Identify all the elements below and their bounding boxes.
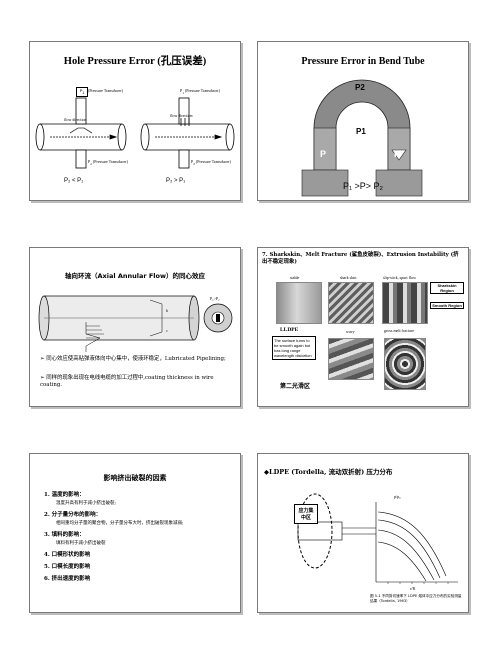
- bullet-1: ➢ 同心效应使高粘弹液体向中心集中，使液环稳定，Lubricated Pipel…: [40, 356, 226, 362]
- bullet-2-text: 同样的现象出现在电线电缆的加工过程中,coating thickness in …: [40, 375, 214, 388]
- right-pipe: [140, 97, 235, 169]
- left-p1-note: (Pressure Transducer): [88, 88, 123, 93]
- factor-list: 1. 温度的影响： 温度升高有利于减小挤出破裂; 2. 分子量分布的影响： 相同重均…: [44, 490, 234, 582]
- label-c: c: [166, 328, 168, 333]
- factor-4-heading: 4. 口模形状的影响: [44, 552, 91, 558]
- right-p2-label: P2 (Pressure Transducer): [191, 159, 231, 166]
- photo-gross: [384, 338, 426, 390]
- right-p2-letter: P: [191, 159, 194, 164]
- right-p1-sub: 1: [182, 90, 184, 95]
- slide-hole-pressure-error: Hole Pressure Error (孔压误差): [29, 41, 241, 201]
- left-p2-letter: P: [88, 159, 91, 164]
- right-p2-sub: 2: [193, 161, 195, 166]
- factor-1-heading: 1. 温度的影响：: [44, 492, 85, 498]
- slide-title: ◆LDPE (Tordella, 流动双折射) 压力分布: [264, 468, 393, 476]
- annular-flow-diagram: [38, 295, 233, 352]
- wavy-label: wavy: [346, 329, 355, 334]
- lldpe-label: LLDPE: [280, 327, 299, 333]
- p1-label: P1: [356, 127, 366, 136]
- left-p1-box: P1: [76, 87, 88, 97]
- right-relation: P₂ > P₁: [166, 178, 186, 184]
- slide-title: Pressure Error in Bend Tube: [301, 56, 425, 67]
- hole-pressure-diagram: [35, 97, 235, 169]
- bullet-2: ➢ 同样的现象出现在电线电缆的加工过程中,coating thickness i…: [40, 375, 214, 388]
- left-p1-sub: 1: [82, 90, 85, 95]
- region-sharkskin: Sharkskin Region: [430, 282, 464, 294]
- photo-stable: [276, 282, 322, 324]
- right-p1-label: P1 (Pressure Transducer): [180, 88, 220, 95]
- factor-6-heading: 6. 挤出速度的影响: [44, 576, 91, 582]
- gross-label: gross melt fracture: [384, 328, 414, 333]
- left-flow-label: flow direction: [64, 117, 87, 122]
- p2-label: P2: [355, 83, 365, 92]
- factor-3-heading: 3. 填料的影响：: [44, 532, 85, 538]
- left-p2-sub: 2: [90, 161, 92, 166]
- second-smooth-region: 第二光滑区: [280, 383, 311, 390]
- stress-callout: 应力集中区: [294, 504, 318, 524]
- slide-title-text: LDPE (Tordella, 流动双折射) 压力分布: [269, 468, 393, 476]
- right-flow-label: flow direction: [170, 113, 193, 118]
- photo-sharkskin: [328, 282, 374, 324]
- slide-bend-tube: Pressure Error in Bend Tube P2 P1 P P P₁…: [257, 41, 469, 201]
- left-pipe: [35, 97, 127, 169]
- slide-title: 影响挤出破裂的因素: [103, 474, 167, 482]
- slide-title: 轴向环流（Axial Annular Flow）的同心效应: [65, 272, 205, 280]
- factor-3: 3. 填料的影响： 填料有利于减小挤出破裂: [44, 530, 234, 546]
- graph-title: p/p₀: [394, 494, 401, 499]
- left-p1-label: P: [79, 88, 83, 93]
- slide-axial-annular-flow: 轴向环流（Axial Annular Flow）的同心效应 b c P₁>P₂ …: [29, 247, 241, 407]
- slide-factors: 影响挤出破裂的因素 1. 温度的影响： 温度升高有利于减小挤出破裂; 2. 分子量…: [29, 453, 241, 613]
- bend-tube-diagram: [301, 79, 423, 197]
- region-smooth: Smooth Region: [430, 302, 464, 309]
- label-b: b: [166, 308, 168, 313]
- figure-caption: 图 5-1 不同剪切速率下 LDPE 熔体中应力分布的实验测量结果（Tordel…: [370, 594, 462, 603]
- ldpe-figure: [297, 493, 458, 584]
- slide-title: 7. Sharkskin、Melt Fracture (鲨鱼皮破裂)、Extru…: [262, 252, 459, 265]
- right-p1-letter: P: [180, 88, 183, 93]
- x-axis-label: r/R: [410, 586, 416, 591]
- photo-slipstick: [382, 282, 428, 324]
- slide-title: Hole Pressure Error (孔压误差): [63, 56, 207, 67]
- slide-ldpe: ◆LDPE (Tordella, 流动双折射) 压力分布 应力集中区 p/p₀ …: [257, 453, 469, 613]
- photo-wavy: [328, 338, 374, 380]
- col-sharkskin: shark skin: [340, 275, 357, 280]
- left-p2-label: P2 (Pressure Transducer): [88, 159, 128, 166]
- bend-relation: P₁ >P> P₂: [342, 181, 384, 191]
- factor-2-heading: 2. 分子量分布的影响：: [44, 512, 102, 518]
- bullet-1-text: 同心效应使高粘弹液体向中心集中，使液环稳定，Lubricated Pipelin…: [46, 356, 226, 362]
- slide-sharkskin: 7. Sharkskin、Melt Fracture (鲨鱼皮破裂)、Extru…: [257, 247, 469, 407]
- left-relation: P₂ < P₁: [64, 178, 84, 184]
- factor-1: 1. 温度的影响： 温度升高有利于减小挤出破裂;: [44, 490, 234, 506]
- factor-5-heading: 5. 口模长度的影响: [44, 564, 91, 570]
- col-stable: stable: [290, 275, 300, 280]
- factor-2-desc: 相同重均分子量的聚合物，分子量分布大时，挤出破裂现象减弱;: [56, 521, 184, 526]
- right-p1-note: (Pressure Transducer): [184, 88, 220, 93]
- p-right-label: P: [394, 149, 401, 159]
- p-left-label: P: [320, 149, 327, 159]
- pressure-label: P₁>P₂: [210, 296, 220, 301]
- note-box: The surface turns to be smooth again but…: [272, 336, 316, 360]
- factor-1-desc: 温度升高有利于减小挤出破裂;: [56, 501, 117, 506]
- right-p2-note: (Pressure Transducer): [195, 159, 231, 164]
- factor-3-desc: 填料有利于减小挤出破裂: [56, 541, 106, 546]
- factor-2: 2. 分子量分布的影响： 相同重均分子量的聚合物，分子量分布大时，挤出破裂现象减弱…: [44, 510, 234, 526]
- col-slipstick: slip-stick, spurt flow: [383, 275, 416, 280]
- left-p2-note: (Pressure Transducer): [92, 159, 128, 164]
